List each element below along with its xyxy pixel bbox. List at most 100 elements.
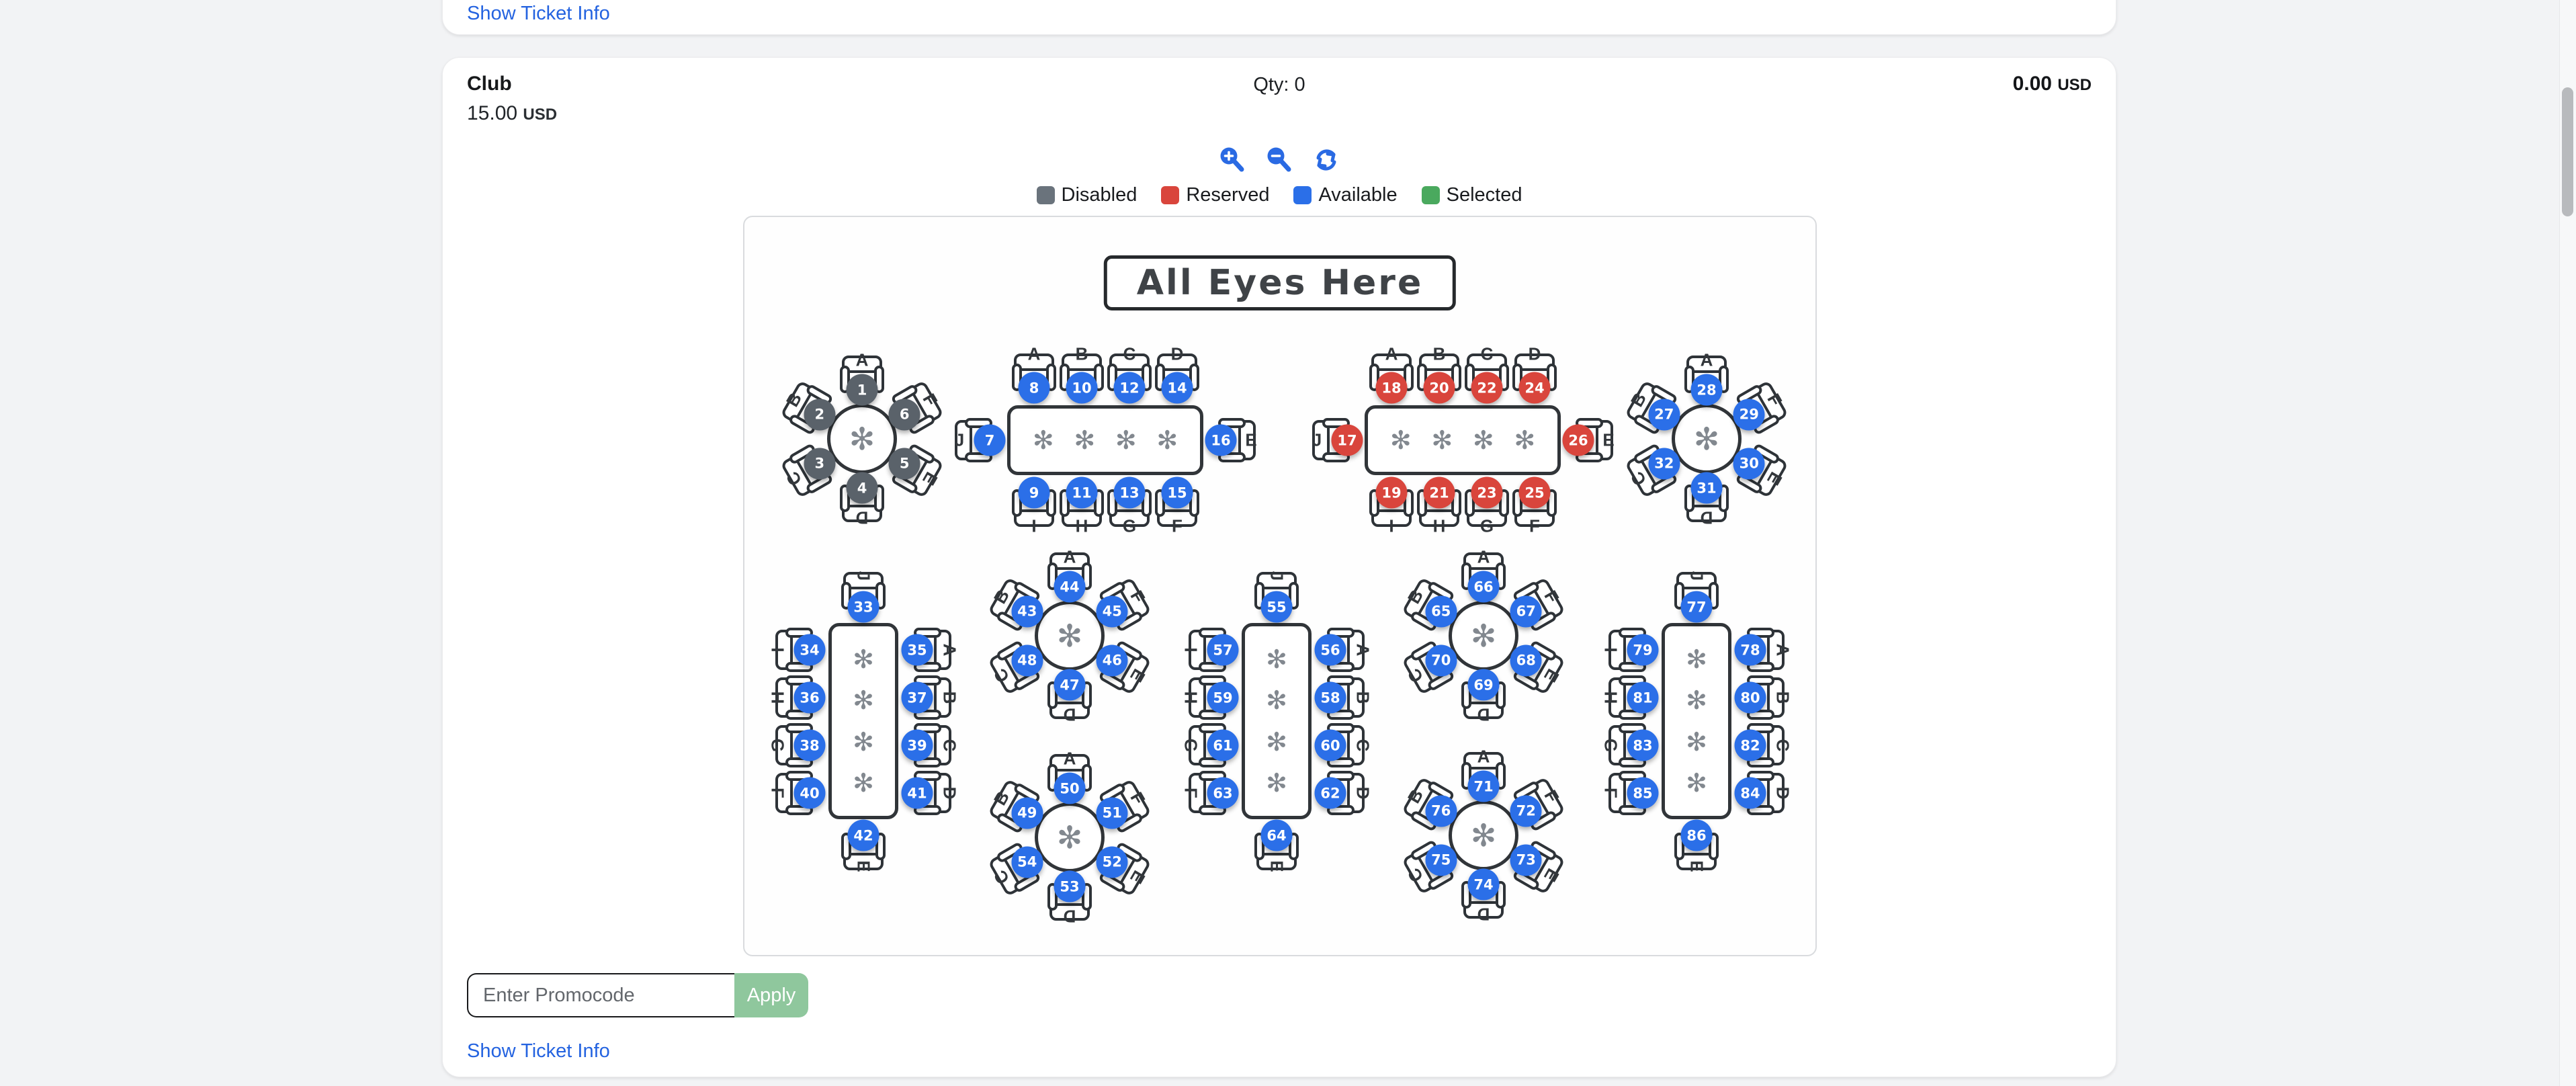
seat-56[interactable]: 56 — [1314, 634, 1346, 666]
seat-7[interactable]: 7 — [974, 424, 1006, 456]
seat-41[interactable]: 41 — [901, 777, 933, 809]
seat-85[interactable]: 85 — [1627, 777, 1659, 809]
seat-12[interactable]: 12 — [1113, 372, 1146, 404]
seat-78[interactable]: 78 — [1734, 634, 1766, 666]
scrollbar-thumb[interactable] — [2562, 87, 2573, 216]
seat-position-label: A — [1027, 343, 1041, 364]
seat-65[interactable]: 65 — [1425, 595, 1457, 627]
seat-49[interactable]: 49 — [1011, 797, 1043, 829]
seat-64[interactable]: 64 — [1260, 819, 1293, 851]
seat-83[interactable]: 83 — [1627, 729, 1659, 761]
seat-14[interactable]: 14 — [1161, 372, 1193, 404]
flower-icon: ✻ — [849, 421, 875, 457]
seat-39[interactable]: 39 — [901, 729, 933, 761]
seat-75[interactable]: 75 — [1425, 844, 1457, 876]
seat-51[interactable]: 51 — [1096, 797, 1128, 829]
seat-40[interactable]: 40 — [793, 777, 826, 809]
seat-48[interactable]: 48 — [1011, 644, 1043, 676]
seat-number: 70 — [1431, 652, 1451, 669]
seat-number: 77 — [1686, 599, 1707, 615]
zoom-out-button[interactable] — [1264, 145, 1294, 175]
seat-11[interactable]: 11 — [1066, 476, 1098, 509]
seat-74[interactable]: 74 — [1467, 868, 1500, 901]
zoom-in-button[interactable] — [1217, 145, 1247, 175]
seat-68[interactable]: 68 — [1510, 644, 1542, 676]
seat-42[interactable]: 42 — [847, 819, 879, 851]
seat-30[interactable]: 30 — [1733, 448, 1765, 479]
seat-number: 86 — [1686, 827, 1707, 843]
seat-47[interactable]: 47 — [1054, 669, 1086, 701]
seat-29[interactable]: 29 — [1733, 399, 1765, 430]
seat-61[interactable]: 61 — [1207, 729, 1239, 761]
table-round: ✻ — [1449, 601, 1518, 671]
seat-position-label: E — [1245, 429, 1257, 450]
seat-73[interactable]: 73 — [1510, 844, 1542, 876]
seat-82[interactable]: 82 — [1734, 729, 1766, 761]
seat-52[interactable]: 52 — [1096, 846, 1128, 878]
show-ticket-info-link-top[interactable]: Show Ticket Info — [467, 3, 610, 24]
seat-34[interactable]: 34 — [793, 634, 826, 666]
seat-57[interactable]: 57 — [1207, 634, 1239, 666]
seat-70[interactable]: 70 — [1425, 644, 1457, 676]
seat-position-label: D — [1700, 507, 1713, 528]
seat-72[interactable]: 72 — [1510, 795, 1542, 827]
seat-33[interactable]: 33 — [847, 591, 879, 623]
seat-54[interactable]: 54 — [1011, 846, 1043, 878]
table-round: ✻ — [1035, 601, 1105, 671]
seat-43[interactable]: 43 — [1011, 595, 1043, 627]
apply-button[interactable]: Apply — [734, 973, 808, 1017]
show-ticket-info-link[interactable]: Show Ticket Info — [467, 1040, 610, 1062]
seat-45[interactable]: 45 — [1096, 595, 1128, 627]
seat-60[interactable]: 60 — [1314, 729, 1346, 761]
seat-71[interactable]: 71 — [1467, 770, 1500, 802]
seat-81[interactable]: 81 — [1627, 681, 1659, 714]
seat-9[interactable]: 9 — [1018, 476, 1050, 509]
seat-84[interactable]: 84 — [1734, 777, 1766, 809]
seat-4: 4 — [846, 472, 878, 504]
seat-13[interactable]: 13 — [1113, 476, 1146, 509]
seat-58[interactable]: 58 — [1314, 681, 1346, 714]
seat-15[interactable]: 15 — [1161, 476, 1193, 509]
reset-zoom-button[interactable] — [1312, 145, 1341, 175]
seat-77[interactable]: 77 — [1680, 591, 1713, 623]
seat-31[interactable]: 31 — [1690, 472, 1723, 504]
seat-63[interactable]: 63 — [1207, 777, 1239, 809]
seat-number: 6 — [899, 406, 910, 423]
seat-number: 61 — [1213, 737, 1233, 753]
seat-69[interactable]: 69 — [1467, 669, 1500, 701]
seat-76[interactable]: 76 — [1425, 795, 1457, 827]
seat-79[interactable]: 79 — [1627, 634, 1659, 666]
scrollbar-track[interactable] — [2559, 0, 2576, 1086]
seat-62[interactable]: 62 — [1314, 777, 1346, 809]
legend-label: Selected — [1446, 184, 1522, 206]
promocode-input[interactable] — [467, 973, 734, 1017]
seat-37[interactable]: 37 — [901, 681, 933, 714]
seat-44[interactable]: 44 — [1054, 571, 1086, 603]
seat-36[interactable]: 36 — [793, 681, 826, 714]
seat-38[interactable]: 38 — [793, 729, 826, 761]
seat-position-label: F — [1529, 515, 1540, 536]
table-rect: ✻✻✻✻ — [1365, 405, 1561, 475]
seat-53[interactable]: 53 — [1054, 870, 1086, 903]
seat-67[interactable]: 67 — [1510, 595, 1542, 627]
seat-86[interactable]: 86 — [1680, 819, 1713, 851]
seat-number: 64 — [1266, 827, 1287, 843]
seat-position-label: D — [855, 507, 869, 528]
seat-35[interactable]: 35 — [901, 634, 933, 666]
seat-66[interactable]: 66 — [1467, 571, 1500, 603]
seat-position-label: F — [1600, 788, 1621, 798]
seat-59[interactable]: 59 — [1207, 681, 1239, 714]
seat-position-label: B — [1772, 691, 1793, 704]
seat-50[interactable]: 50 — [1054, 772, 1086, 804]
seat-28[interactable]: 28 — [1690, 374, 1723, 406]
seat-16[interactable]: 16 — [1205, 424, 1237, 456]
seat-55[interactable]: 55 — [1260, 591, 1293, 623]
seat-10[interactable]: 10 — [1066, 372, 1098, 404]
seat-27[interactable]: 27 — [1648, 399, 1680, 430]
seat-position-label: A — [855, 349, 869, 370]
seat-80[interactable]: 80 — [1734, 681, 1766, 714]
seat-8[interactable]: 8 — [1018, 372, 1050, 404]
seat-32[interactable]: 32 — [1648, 448, 1680, 479]
seat-46[interactable]: 46 — [1096, 644, 1128, 676]
